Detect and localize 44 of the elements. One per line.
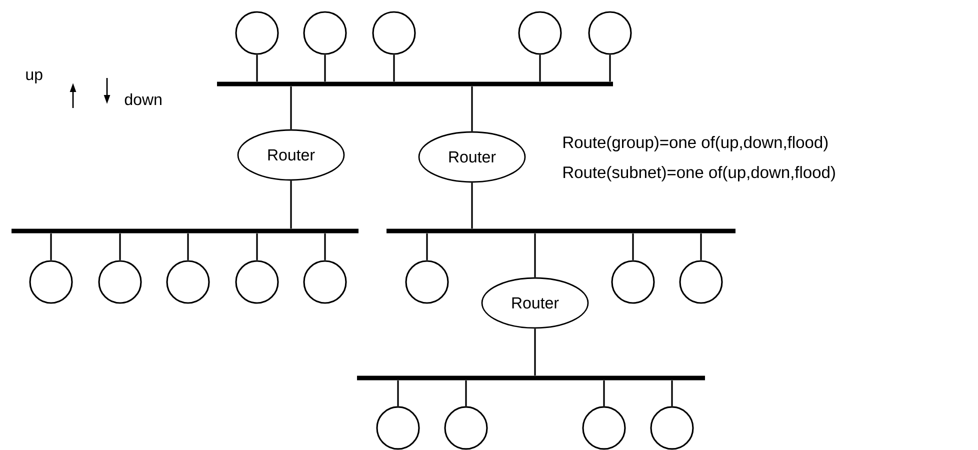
- host-circle: [235, 260, 279, 304]
- connector-line: [256, 233, 258, 260]
- route-rule: Route(group)=one of(up,down,flood): [564, 136, 828, 152]
- host-circle: [303, 11, 347, 55]
- host-circle: [376, 406, 420, 450]
- direction-label: down: [124, 93, 162, 106]
- connector-line: [700, 233, 702, 260]
- connector-line: [50, 233, 52, 260]
- connector-line: [187, 233, 189, 260]
- connector-line: [534, 233, 536, 278]
- connector-line: [609, 54, 611, 82]
- connector-line: [539, 54, 541, 82]
- connector-line: [119, 233, 121, 260]
- route-rule: Route(subnet)=one of(up,down,flood): [564, 166, 835, 182]
- connector-line: [324, 233, 326, 260]
- host-circle: [235, 11, 279, 55]
- connector-line: [393, 54, 395, 82]
- connector-line: [671, 380, 673, 406]
- connector-line: [290, 180, 292, 229]
- connector-line: [534, 328, 536, 376]
- host-circle: [166, 260, 210, 304]
- connector-line: [603, 380, 605, 406]
- host-circle: [611, 260, 655, 304]
- host-circle: [518, 11, 562, 55]
- connector-line: [426, 233, 428, 260]
- host-circle: [679, 260, 723, 304]
- host-circle: [98, 260, 142, 304]
- connector-line: [465, 380, 467, 406]
- connector-line: [632, 233, 634, 260]
- connector-line: [290, 86, 292, 130]
- connector-line: [471, 182, 473, 229]
- connector-line: [324, 54, 326, 82]
- host-circle: [588, 11, 632, 55]
- host-circle: [650, 406, 694, 450]
- host-circle: [303, 260, 347, 304]
- host-circle: [29, 260, 73, 304]
- connector-line: [471, 86, 473, 132]
- connector-line: [256, 54, 258, 82]
- direction-label: up: [26, 71, 42, 84]
- host-circle: [372, 11, 416, 55]
- host-circle: [582, 406, 626, 450]
- host-circle: [405, 260, 449, 304]
- host-circle: [444, 406, 488, 450]
- connector-line: [397, 380, 399, 406]
